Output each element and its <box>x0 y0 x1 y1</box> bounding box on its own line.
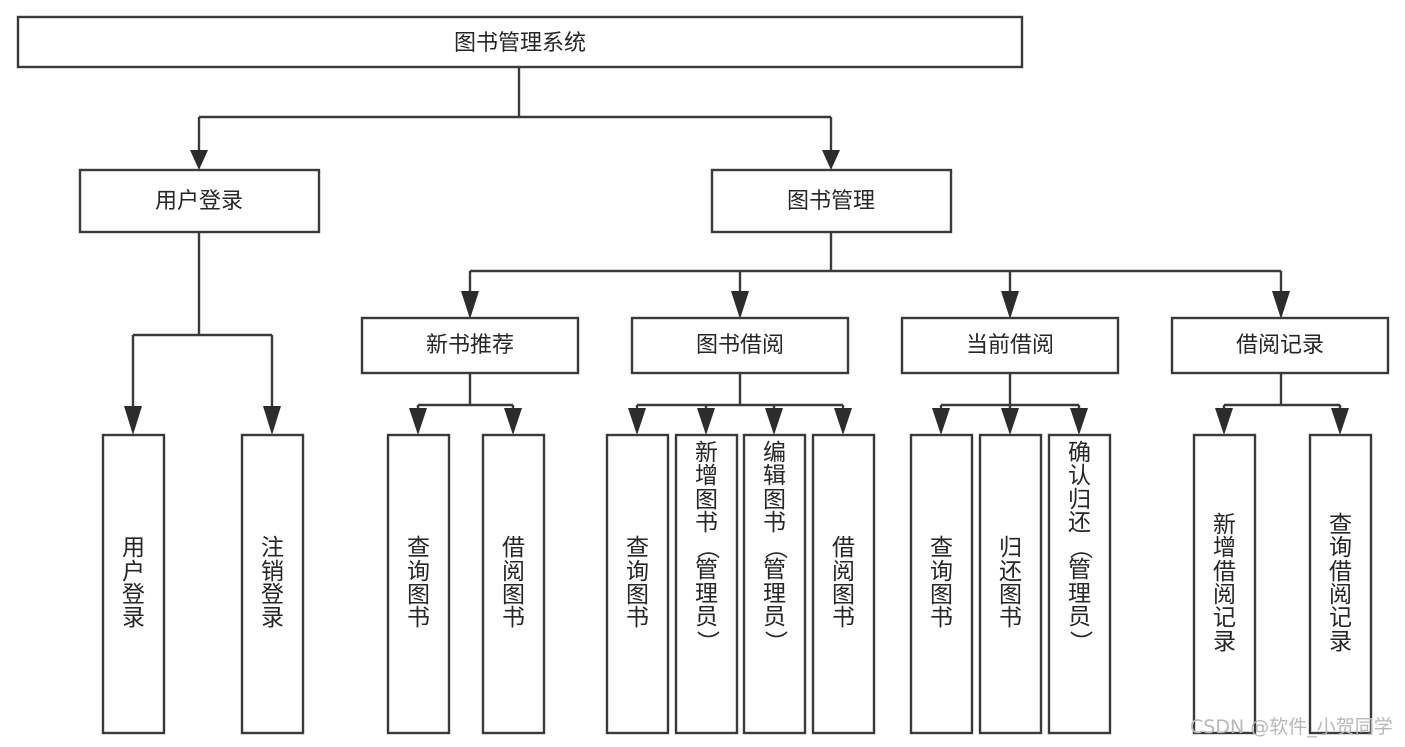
node-leaf-borrow-book-1-box[interactable] <box>481 433 546 735</box>
node-borrow-record[interactable]: 借阅记录 <box>1170 316 1390 375</box>
node-leaf-logout-box[interactable] <box>240 433 305 735</box>
arrow-leaf-logout <box>263 406 281 435</box>
node-user-login[interactable]: 用户登录 <box>78 168 321 234</box>
node-root-box[interactable] <box>16 15 1024 69</box>
node-user-login-box[interactable] <box>78 168 321 234</box>
node-new-book-rec-box[interactable] <box>360 316 580 375</box>
arrow-new-book-rec <box>461 291 479 319</box>
node-root[interactable]: 图书管理系统 <box>16 15 1024 69</box>
arrow-leaf-user-login <box>124 406 142 435</box>
arrow-leaf-add-book <box>697 408 715 435</box>
node-new-book-rec-label: 新书推荐 <box>426 333 514 358</box>
node-leaf-borrow-book-2-box[interactable] <box>811 433 876 735</box>
arrow-leaf-query-book-1 <box>409 408 427 435</box>
arrow-leaf-add-record <box>1215 408 1233 435</box>
node-book-manage[interactable]: 图书管理 <box>710 168 953 234</box>
node-book-borrow[interactable]: 图书借阅 <box>630 316 850 375</box>
node-leaf-edit-book-box[interactable] <box>742 433 807 735</box>
node-leaf-return-book-box[interactable] <box>978 433 1043 735</box>
arrow-user-login <box>190 150 208 170</box>
arrow-leaf-query-record <box>1331 408 1349 435</box>
arrow-leaf-query-book-2 <box>628 408 646 435</box>
arrow-leaf-edit-book <box>765 408 783 435</box>
node-book-manage-box[interactable] <box>710 168 953 234</box>
node-leaf-user-login-box[interactable] <box>101 433 166 735</box>
arrow-leaf-return-book <box>1001 408 1019 435</box>
node-leaf-query-book-1-box[interactable] <box>386 433 451 735</box>
node-borrow-record-label: 借阅记录 <box>1236 333 1324 358</box>
connector-layer <box>124 67 1349 435</box>
node-leaf-query-record-box[interactable] <box>1308 433 1373 735</box>
arrow-leaf-borrow-book-2 <box>834 408 852 435</box>
node-current-borrow-box[interactable] <box>900 316 1120 375</box>
arrow-leaf-borrow-book-1 <box>504 408 522 435</box>
node-borrow-record-box[interactable] <box>1170 316 1390 375</box>
node-book-borrow-label: 图书借阅 <box>696 333 784 358</box>
node-leaf-query-book-2-box[interactable] <box>605 433 670 735</box>
arrow-book-borrow <box>731 291 749 319</box>
node-book-borrow-box[interactable] <box>630 316 850 375</box>
node-current-borrow-label: 当前借阅 <box>966 333 1054 358</box>
arrow-book-manage <box>822 150 840 170</box>
node-current-borrow[interactable]: 当前借阅 <box>900 316 1120 375</box>
arrow-leaf-confirm-return <box>1070 408 1088 435</box>
arrow-borrow-record <box>1272 291 1290 319</box>
node-leaf-add-record-box[interactable] <box>1192 433 1257 735</box>
arrow-leaf-query-book-3 <box>932 408 950 435</box>
node-leaf-add-book-box[interactable] <box>674 433 739 735</box>
node-leaf-query-book-3-box[interactable] <box>909 433 974 735</box>
leaf-box-layer <box>101 433 1373 735</box>
node-root-label: 图书管理系统 <box>454 31 586 56</box>
node-book-manage-label: 图书管理 <box>787 189 875 214</box>
arrow-current-borrow <box>1001 291 1019 319</box>
node-new-book-rec[interactable]: 新书推荐 <box>360 316 580 375</box>
node-leaf-confirm-return-box[interactable] <box>1047 433 1112 735</box>
node-user-login-label: 用户登录 <box>155 189 243 214</box>
